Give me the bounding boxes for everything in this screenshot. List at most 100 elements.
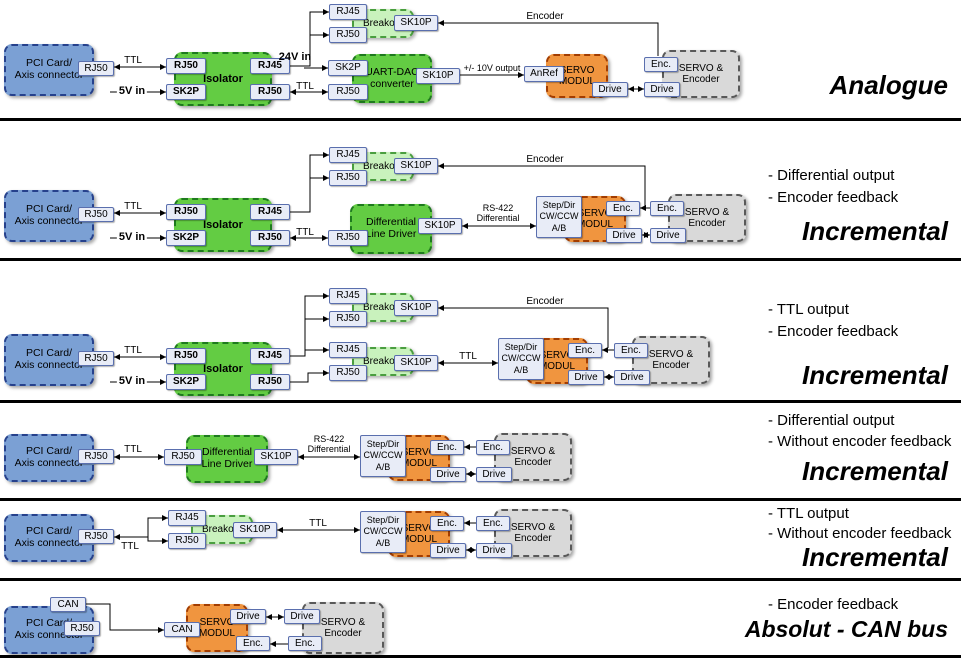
pci-card: PCI Card/Axis connector [4, 44, 94, 96]
ttl-label: TTL [459, 351, 477, 362]
encoder-label: Encoder [526, 11, 564, 22]
section-title: Incremental [802, 456, 948, 486]
port-sk10p: SK10P [233, 522, 277, 538]
encoder-label: Encoder [526, 154, 564, 165]
port-rj50: RJ50 [166, 58, 206, 74]
port-sk2p: SK2P [166, 374, 206, 390]
port-enc: Enc. [606, 201, 640, 216]
port-rj45: RJ45 [329, 342, 367, 358]
5v-in-label: 5V in [116, 231, 148, 243]
port-can: CAN [164, 622, 200, 637]
ttl-label: TTL [124, 55, 142, 66]
port-rj50: RJ50 [328, 230, 368, 246]
connector-line [438, 20, 659, 56]
feature-bullet: - Encoder feedback [768, 323, 899, 340]
port-rj45: RJ45 [250, 348, 290, 364]
port-drive: Drive [644, 82, 680, 97]
port-drive: Drive [430, 543, 466, 558]
port-rj45: RJ45 [329, 4, 367, 20]
port-rj50: RJ50 [166, 204, 206, 220]
port-drive: Drive [230, 609, 266, 624]
port-rj45: RJ45 [329, 288, 367, 304]
port-rj50: RJ50 [250, 374, 290, 390]
port-sk10p: SK10P [416, 68, 460, 84]
feature-bullet: - TTL output [768, 301, 849, 318]
port-rj50: RJ50 [250, 230, 290, 246]
port-enc: Enc. [568, 343, 602, 358]
connector-line [290, 152, 329, 213]
ttl-label: TTL [124, 444, 142, 455]
port-rj50: RJ50 [64, 621, 100, 636]
port-rj50: RJ50 [78, 351, 114, 366]
port-rj45: RJ45 [250, 58, 290, 74]
24v-in-label: 24V in [278, 51, 312, 63]
connector-line [147, 537, 168, 544]
port-rj50: RJ50 [78, 529, 114, 544]
ttl-label: TTL [296, 81, 314, 92]
section-title: Incremental [802, 360, 948, 390]
section-title: Absolut - CAN bus [744, 616, 948, 642]
connector-line [290, 9, 329, 67]
port-sk10p: SK10P [394, 158, 438, 174]
port-sk10p: SK10P [394, 300, 438, 316]
5v-in-label: 5V in [116, 375, 148, 387]
ttl-label: TTL [309, 518, 327, 529]
feature-bullet: - TTL output [768, 505, 849, 522]
port-rj45: RJ45 [329, 147, 367, 163]
port-sk2p: SK2P [166, 230, 206, 246]
port-enc: Enc. [430, 440, 464, 455]
rs422-label: Differential [476, 213, 520, 223]
port-rj50: RJ50 [329, 27, 367, 43]
port-rj45: RJ45 [168, 510, 206, 526]
port-rj50: RJ50 [168, 533, 206, 549]
port-sk10p: SK10P [394, 355, 438, 371]
5v-in-label: 5V in [116, 85, 148, 97]
port-enc: Enc. [236, 636, 270, 651]
port-sk10p: SK10P [418, 218, 462, 234]
port-drive: Drive [568, 370, 604, 385]
port-enc: Enc. [476, 440, 510, 455]
section-divider [0, 578, 961, 581]
ttl-label: TTL [121, 541, 139, 552]
port-drive: Drive [430, 467, 466, 482]
port-enc: Enc. [614, 343, 648, 358]
section-divider [0, 118, 961, 121]
port-rj50: RJ50 [78, 449, 114, 464]
port-rj50: RJ50 [164, 449, 202, 465]
ttl-label: TTL [124, 345, 142, 356]
port-rj50: RJ50 [329, 170, 367, 186]
port-rj50: RJ50 [166, 348, 206, 364]
feature-bullet: - Encoder feedback [768, 596, 899, 613]
rs422-label: Differential [307, 444, 351, 454]
port-drive: Drive [476, 543, 512, 558]
feature-bullet: - Without encoder feedback [768, 525, 952, 542]
output-10v-label: +/- 10V output [463, 63, 521, 73]
port-sk2p: SK2P [328, 60, 368, 76]
connector-line [290, 370, 329, 383]
feature-bullet: - Encoder feedback [768, 189, 899, 206]
port-rj50: RJ50 [328, 84, 368, 100]
connector-line [114, 515, 168, 540]
feature-bullet: - Differential output [768, 412, 895, 429]
section-divider [0, 258, 961, 261]
feature-bullet: - Without encoder feedback [768, 433, 952, 450]
feature-bullet: - Differential output [768, 167, 895, 184]
encoder-label: Encoder [526, 296, 564, 307]
connector-line [438, 305, 609, 348]
connector-line [86, 603, 164, 633]
port-sk10p: SK10P [394, 15, 438, 31]
section-title: Analogue [829, 70, 948, 100]
rs422-label: RS-422 [482, 203, 514, 213]
rs422-label: RS-422 [313, 434, 345, 444]
port-sk10p: SK10P [254, 449, 298, 465]
port-drive: Drive [284, 609, 320, 624]
port-rj50: RJ50 [250, 84, 290, 100]
port-anref: AnRef [524, 66, 564, 82]
port-enc: Enc. [476, 516, 510, 531]
